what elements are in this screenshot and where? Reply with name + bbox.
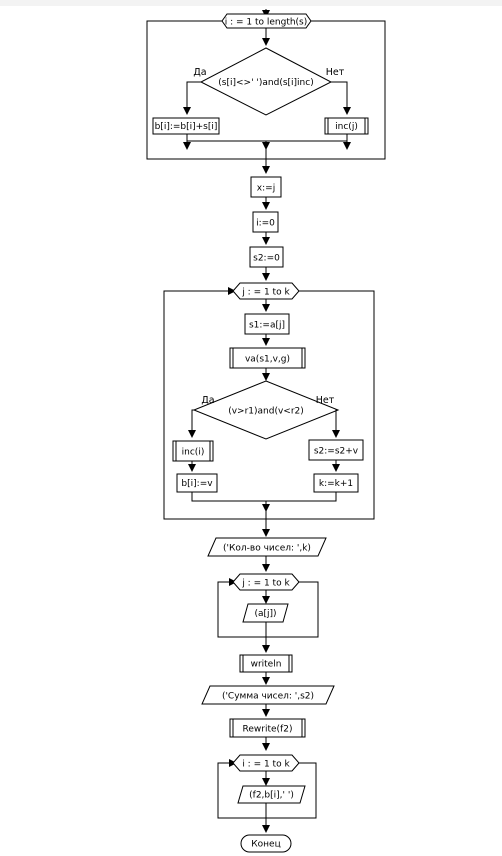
s1-assign-block	[244, 313, 290, 335]
s2-zero-text: s2:=0	[253, 254, 280, 264]
sum-io-text: ('Сумма чисел: ',s2)	[222, 692, 314, 702]
cond2-no-label: Нет	[316, 395, 335, 406]
loop2-header-text: j : = 1 to k	[241, 288, 290, 298]
sum-io-shape	[201, 685, 335, 705]
file-write-io-shape	[237, 785, 306, 804]
b-assign-block	[152, 117, 220, 135]
loop4-header-text: i : = 1 to k	[242, 760, 290, 770]
loop1-header-text: i : = 1 to length(s)	[225, 18, 308, 28]
i-zero-text: i:=0	[256, 219, 275, 229]
va-call-block	[229, 347, 306, 369]
bi-v-block	[176, 473, 218, 493]
count-io-shape	[207, 537, 327, 557]
cond2-diamond	[192, 380, 340, 440]
cond1-no-label: Нет	[326, 67, 345, 78]
inc-i-text: inc(i)	[182, 448, 205, 458]
cond2-yes-label: Да	[201, 395, 214, 406]
b-assign-text: b[i]:=b[i]+s[i]	[155, 122, 218, 132]
cond1-yes-label: Да	[193, 67, 206, 78]
k-inc-text: k:=k+1	[319, 479, 353, 489]
top-separator	[0, 0, 502, 6]
aj-io-shape	[242, 603, 289, 623]
s2-add-text: s2:=s2+v	[314, 447, 359, 457]
cond1-diamond	[199, 47, 333, 116]
loop2-header-shape	[232, 282, 300, 300]
loop3-header-text: j : = 1 to k	[241, 579, 290, 589]
loop1-header-shape	[221, 13, 312, 29]
inc-i-block	[172, 440, 214, 462]
count-io-text: ('Кол-во чисел: ',k)	[223, 544, 311, 554]
bi-v-text: b[i]:=v	[181, 479, 213, 489]
rewrite-block	[229, 718, 306, 738]
end-terminal	[240, 834, 292, 853]
writeln-text: writeln	[251, 660, 282, 670]
inc-j-text: inc(j)	[335, 122, 358, 132]
x-eq-j-text: x:=j	[257, 184, 275, 194]
loop4-header-shape	[232, 754, 300, 772]
aj-io-text: (a[j])	[254, 609, 276, 619]
rewrite-text: Rewrite(f2)	[243, 725, 293, 735]
s1-assign-text: s1:=a[j]	[249, 321, 285, 331]
end-text: Конец	[251, 840, 280, 850]
cond1-text: (s[i]<>' ')and(s[i]inc)	[218, 78, 313, 88]
loop3-header-shape	[232, 573, 300, 591]
file-write-io-text: (f2,b[i],' ')	[249, 791, 294, 801]
cond2-text: (v>r1)and(v<r2)	[228, 407, 304, 417]
va-call-text: va(s1,v,g)	[245, 355, 290, 365]
